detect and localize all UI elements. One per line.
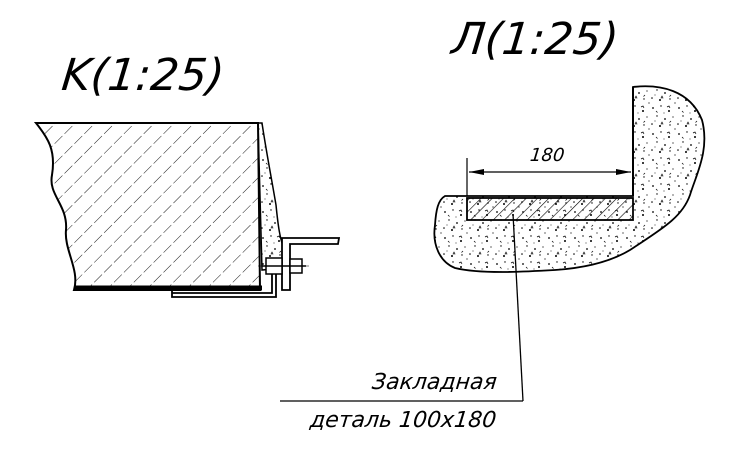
- view-l-section: [433, 85, 706, 273]
- k-grout-wedge: [257, 122, 285, 271]
- k-hatched-body: [33, 122, 262, 291]
- view-l-title: Л(1:25): [449, 14, 621, 65]
- leader-note-line2: деталь 100х180: [308, 408, 498, 433]
- view-k-section: [33, 122, 341, 298]
- leader: [280, 213, 524, 402]
- leader-line: [512, 213, 524, 402]
- dimension-label: 180: [528, 145, 566, 166]
- l-concrete-body: [433, 85, 706, 273]
- k-anchor-angle: [281, 237, 341, 291]
- view-k-title: K(1:25): [59, 50, 227, 101]
- l-dimension-arrow-left: [469, 169, 484, 175]
- leader-note-line1: Закладная: [370, 370, 499, 395]
- l-dimension-arrow-right: [616, 169, 631, 175]
- l-embedded-plate: [466, 197, 634, 221]
